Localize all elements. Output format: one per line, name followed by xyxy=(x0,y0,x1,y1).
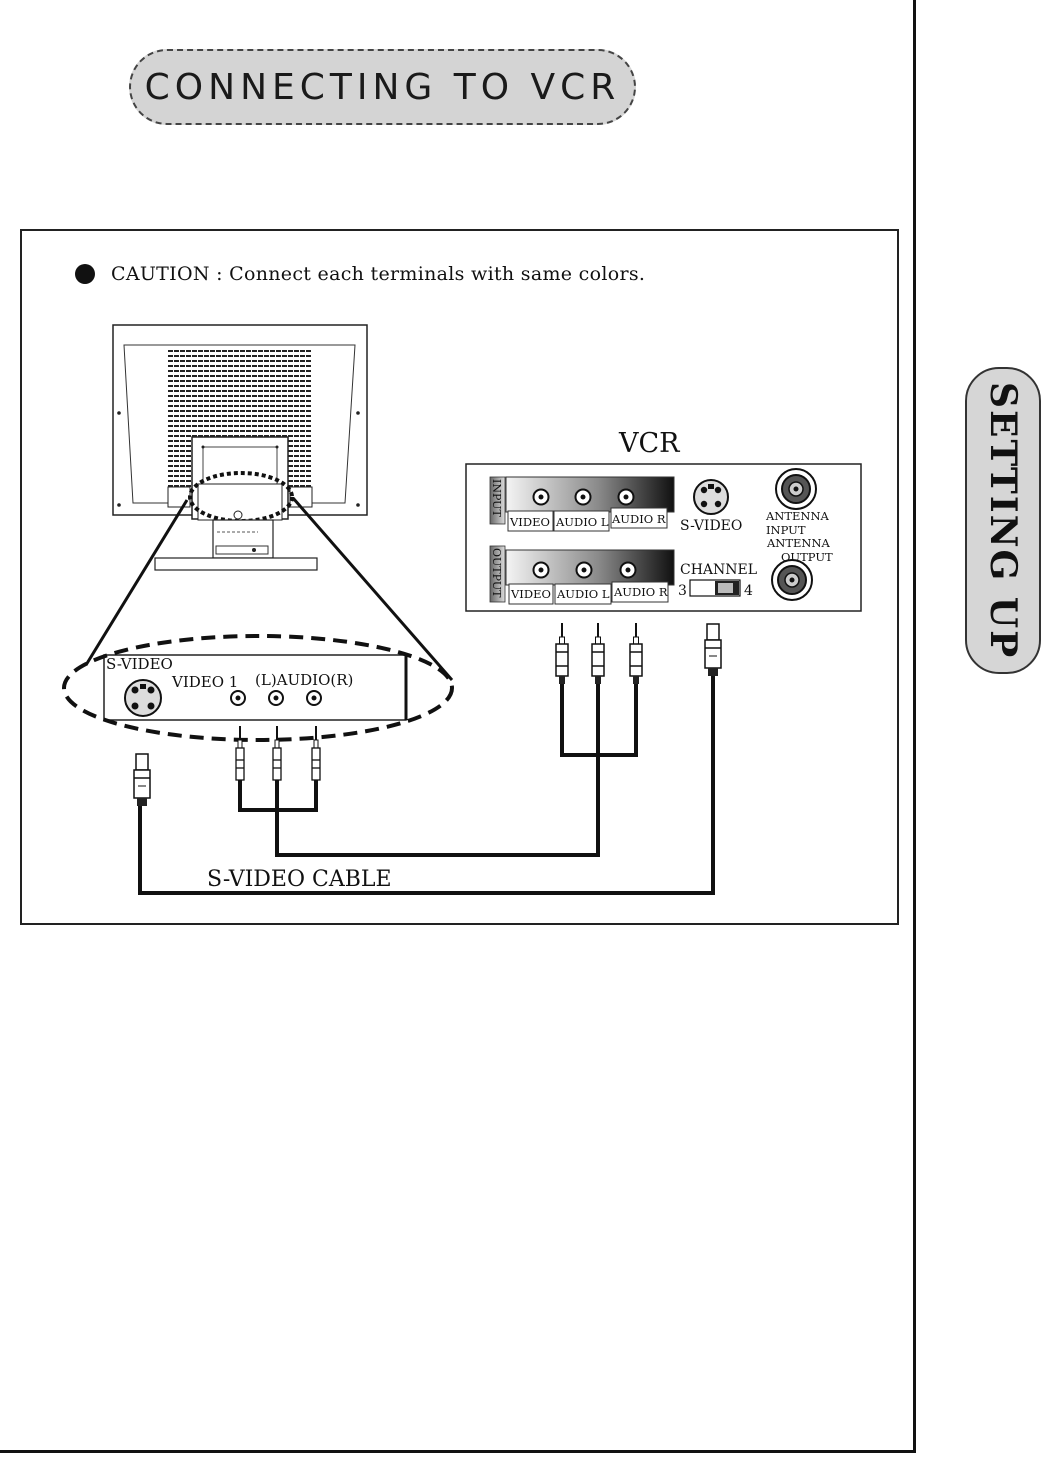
bullet-icon xyxy=(75,264,95,284)
page-border xyxy=(0,0,916,1453)
section-tab: SETTING UP xyxy=(965,367,1041,674)
caution-text: CAUTION : Connect each terminals with sa… xyxy=(111,263,646,285)
section-tab-label: SETTING UP xyxy=(982,381,1024,660)
caution-note: CAUTION : Connect each terminals with sa… xyxy=(75,263,645,285)
diagram-frame xyxy=(20,229,899,925)
page-title: CONNECTING TO VCR xyxy=(144,66,621,108)
title-banner: CONNECTING TO VCR xyxy=(129,49,636,125)
